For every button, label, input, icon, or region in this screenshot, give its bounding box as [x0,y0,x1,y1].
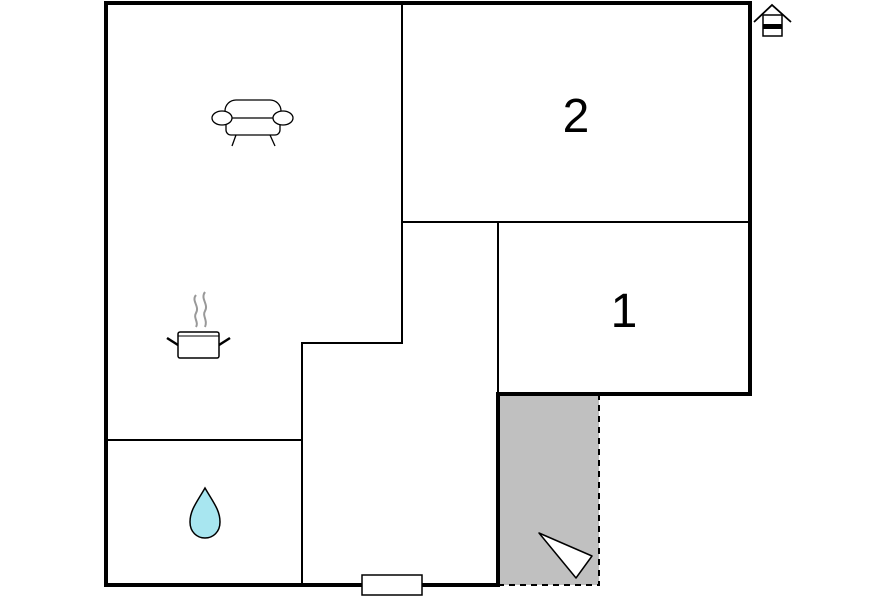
room-label-2: 2 [563,90,590,143]
cooking-pot-icon [166,291,231,359]
terrace [498,394,600,586]
window [361,574,423,596]
interior-walls [107,3,749,585]
entrance-arrow-icon [538,532,593,579]
sofa-icon [211,99,294,147]
house-icon [753,3,792,37]
water-drop-icon [189,486,221,539]
room-label-1: 1 [611,285,638,338]
exterior-walls [104,1,752,587]
